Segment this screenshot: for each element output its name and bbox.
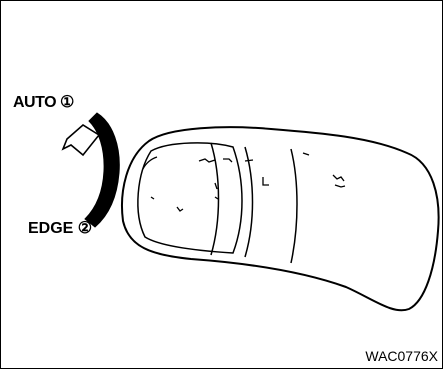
rotation-arrowhead (63, 125, 99, 155)
callout-edge: EDGE ② (28, 221, 92, 237)
figure-code: WAC0776X (365, 348, 438, 364)
callout-auto: AUTO ① (13, 95, 74, 111)
callout-auto-text: AUTO (13, 94, 56, 111)
callout-auto-number: ① (60, 94, 74, 111)
lever-body (122, 127, 439, 310)
callout-edge-text: EDGE (28, 220, 73, 237)
callout-edge-number: ② (78, 220, 92, 237)
